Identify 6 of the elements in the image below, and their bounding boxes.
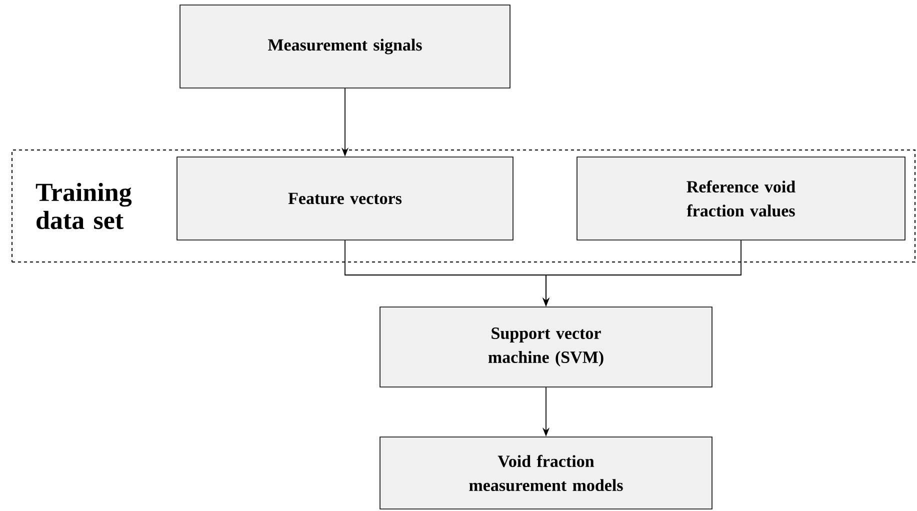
group-heading: Training data set <box>36 182 132 230</box>
process-box: Void fraction measurement models <box>380 436 712 510</box>
process-box: Reference void fraction values <box>576 156 906 240</box>
process-box: Measurement signals <box>180 4 510 88</box>
process-box: Feature vectors <box>176 156 514 240</box>
process-box: Support vector machine (SVM) <box>380 306 712 388</box>
